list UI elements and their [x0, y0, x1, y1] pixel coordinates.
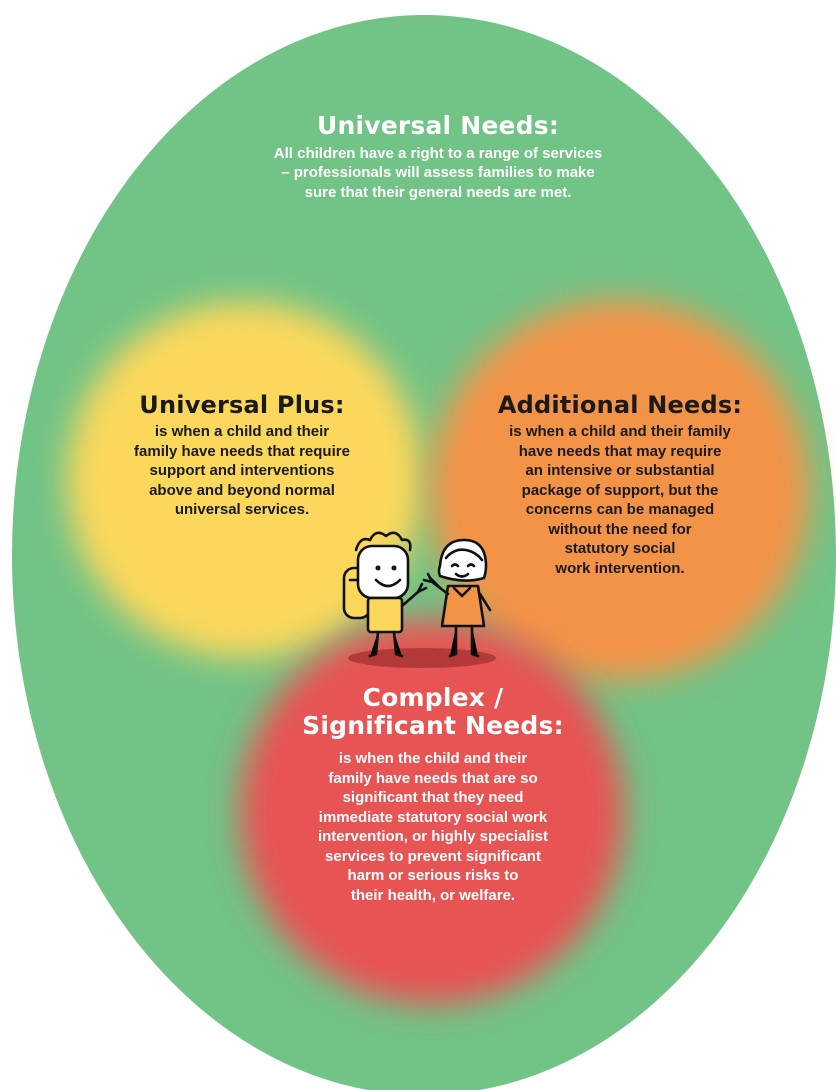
- universal-needs-heading: Universal Needs:: [316, 111, 560, 140]
- boy-figure: [342, 531, 428, 658]
- complex-needs-heading-line1: Complex /: [362, 683, 504, 712]
- universal-plus-section: Universal Plus: is when a child and thei…: [92, 392, 392, 520]
- universal-plus-heading: Universal Plus:: [139, 391, 345, 419]
- complex-needs-heading-line2: Significant Needs:: [302, 710, 564, 740]
- complex-needs-description: is when the child and their family have …: [317, 750, 549, 904]
- universal-needs-oval: [12, 15, 836, 1090]
- girl-figure: [422, 538, 492, 658]
- universal-plus-description: is when a child and their family have ne…: [134, 423, 350, 519]
- universal-needs-description: All children have a right to a range of …: [273, 144, 603, 201]
- additional-needs-circle: [430, 300, 810, 680]
- additional-needs-section: Additional Needs: is when a child and th…: [460, 392, 780, 578]
- complex-needs-circle: [240, 620, 624, 1004]
- additional-needs-heading: Additional Needs:: [497, 391, 743, 419]
- universal-plus-circle: [67, 302, 423, 658]
- two-children-cartoon-icon: [342, 531, 496, 668]
- additional-needs-description: is when a child and their family have ne…: [509, 423, 731, 577]
- universal-needs-section: Universal Needs: All children have a rig…: [218, 112, 658, 202]
- complex-needs-section: Complex / Significant Needs: is when the…: [268, 684, 598, 905]
